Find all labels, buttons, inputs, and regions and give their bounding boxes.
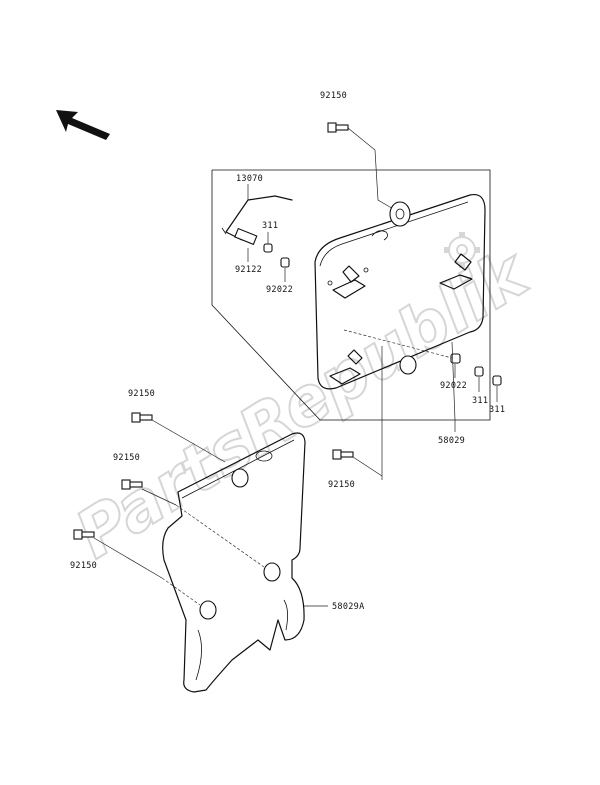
nut-upper <box>280 257 290 268</box>
label-nut-right: 92022 <box>440 381 467 391</box>
label-clip-upper: 311 <box>262 221 278 231</box>
bolt-mid-right <box>332 449 354 460</box>
side-cover-left <box>162 432 306 693</box>
bolt-top <box>327 122 349 133</box>
clip-right-a <box>474 366 484 377</box>
label-bolt-top: 92150 <box>320 91 347 101</box>
bolt-left-c <box>73 529 95 540</box>
label-clip-right-b: 311 <box>489 405 505 415</box>
label-bolt-left-b: 92150 <box>113 453 140 463</box>
side-cover-right <box>314 193 486 390</box>
label-nut-upper: 92022 <box>266 285 293 295</box>
label-cover-left: 58029A <box>332 602 365 612</box>
label-bolt-mid-right: 92150 <box>328 480 355 490</box>
label-cover-right: 58029 <box>438 436 465 446</box>
assembly-frame <box>211 169 491 421</box>
label-bolt-left-c: 92150 <box>70 561 97 571</box>
label-collar-upper: 92122 <box>235 265 262 275</box>
cable-13070 <box>221 195 293 246</box>
label-cable: 13070 <box>236 174 263 184</box>
clip-right-b <box>492 375 502 386</box>
label-clip-right-a: 311 <box>472 396 488 406</box>
bolt-left-b <box>121 479 143 490</box>
bolt-left-a <box>131 412 153 423</box>
clip-upper <box>263 243 273 253</box>
bolt-top-leader <box>347 127 396 211</box>
label-bolt-left-a: 92150 <box>128 389 155 399</box>
arrow-up-left-icon <box>56 110 110 140</box>
nut-right <box>450 353 461 364</box>
